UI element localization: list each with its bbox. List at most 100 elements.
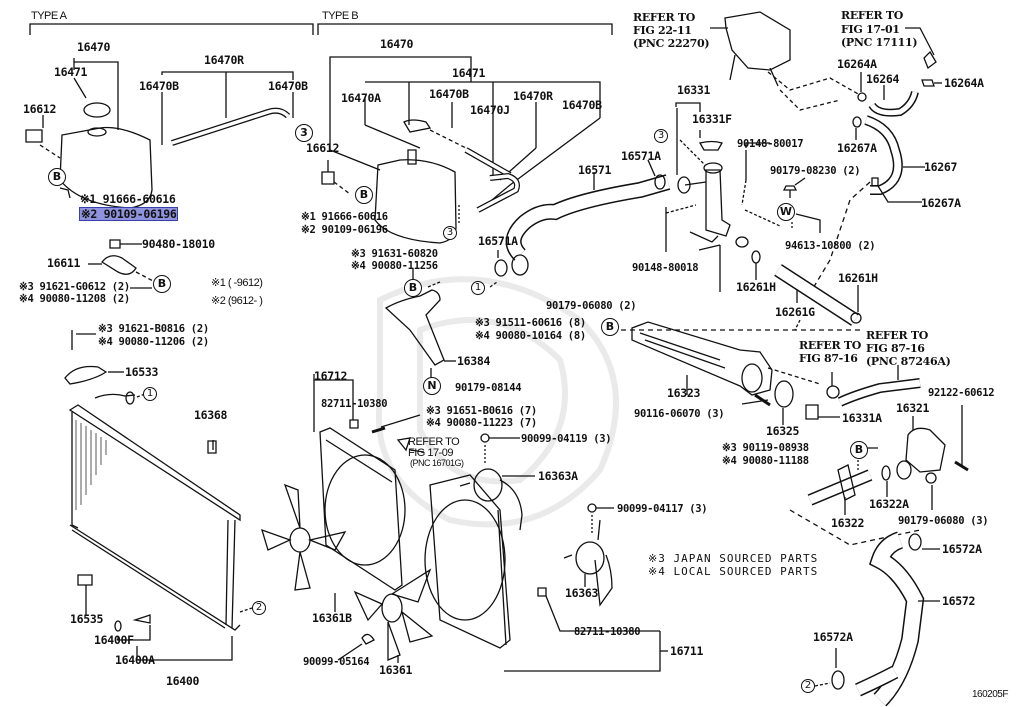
part-label[interactable]: ※4 90080-11206 (2) <box>98 336 209 348</box>
part-label[interactable]: 16325 <box>766 424 800 438</box>
refer-fig22-line2[interactable]: FIG 22-11 <box>633 24 692 37</box>
refer-fig87a-line2[interactable]: FIG 87-16 <box>799 352 858 365</box>
part-label[interactable]: 82711-10380 <box>321 398 388 410</box>
part-label[interactable]: 16264 <box>866 72 900 86</box>
refer-fig87a-line1[interactable]: REFER TO <box>799 339 862 352</box>
part-label[interactable]: 90179-08144 <box>455 382 522 394</box>
part-label[interactable]: ※3 91511-60616 (8) <box>475 317 586 329</box>
part-label[interactable]: ※2 90109-06196 <box>301 224 388 236</box>
part-label[interactable]: 90179-08230 (2) <box>770 165 861 177</box>
part-label[interactable]: 16264A <box>837 57 877 71</box>
part-label[interactable]: 90099-04119 (3) <box>521 433 612 445</box>
seal-16368 <box>208 441 216 453</box>
part-label[interactable]: 16611 <box>47 256 81 270</box>
part-label[interactable]: 16470A <box>341 91 381 105</box>
part-label[interactable]: 16400F <box>94 633 134 647</box>
part-label-highlighted[interactable]: ※2 90109-06196 <box>78 207 179 221</box>
part-label[interactable]: 16361 <box>379 663 413 677</box>
part-label[interactable]: 16331 <box>677 83 711 97</box>
part-label[interactable]: ※3 91651-B0616 (7) <box>426 405 537 417</box>
part-label[interactable]: 94613-10800 (2) <box>785 240 876 252</box>
part-label[interactable]: ※3 91621-G0612 (2) <box>19 281 130 293</box>
part-label[interactable]: 16572 <box>942 594 976 608</box>
refer-fig1709-line1[interactable]: REFER TO <box>408 436 460 448</box>
part-label[interactable]: 16470R <box>204 53 244 67</box>
part-label[interactable]: 16470R <box>513 89 553 103</box>
part-label[interactable]: ※3 90119-08938 <box>722 442 809 454</box>
part-label[interactable]: 16711 <box>670 644 704 658</box>
part-label[interactable]: ※4 90080-11256 <box>351 260 438 272</box>
part-label[interactable]: 16321 <box>896 401 930 415</box>
part-label[interactable]: 16322 <box>831 516 865 530</box>
part-label[interactable]: 16612 <box>306 141 340 155</box>
refer-fig1709-line3[interactable]: (PNC 16701G) <box>410 458 464 468</box>
part-label[interactable]: 16331A <box>842 411 882 425</box>
part-label[interactable]: 16470B <box>139 79 179 93</box>
part-label[interactable]: ※4 90080-11188 <box>722 455 809 467</box>
part-label[interactable]: 82711-10380 <box>574 626 641 638</box>
part-label[interactable]: 16264A <box>944 76 984 90</box>
part-label[interactable]: 16331F <box>692 112 732 126</box>
part-label[interactable]: 16267A <box>837 141 877 155</box>
part-label[interactable]: 16363A <box>538 469 578 483</box>
part-label[interactable]: 16261G <box>775 305 815 319</box>
part-label[interactable]: 90099-04117 (3) <box>617 503 708 515</box>
part-label[interactable]: 16400 <box>166 674 200 688</box>
part-label[interactable]: ※3 91631-60820 <box>351 248 438 260</box>
part-label[interactable]: 16471 <box>54 65 88 79</box>
refer-fig17-line1[interactable]: REFER TO <box>841 9 904 22</box>
part-label[interactable]: 16470 <box>77 40 111 54</box>
part-label[interactable]: 16322A <box>869 497 909 511</box>
part-label[interactable]: 16571A <box>621 149 661 163</box>
refer-fig22-line3[interactable]: (PNC 22270) <box>633 37 710 50</box>
part-label[interactable]: 16470B <box>562 98 602 112</box>
part-label[interactable]: 16470B <box>429 87 469 101</box>
part-label[interactable]: ※4 90080-11223 (7) <box>426 417 537 429</box>
refer-fig87b-line1[interactable]: REFER TO <box>866 329 929 342</box>
part-label[interactable]: 16363 <box>565 586 599 600</box>
part-label[interactable]: 16612 <box>23 102 57 116</box>
refer-fig1709-line2[interactable]: FIG 17-09 <box>408 447 454 459</box>
refer-fig17-line3[interactable]: (PNC 17111) <box>841 36 918 49</box>
part-label[interactable]: 16571A <box>478 234 518 248</box>
part-label[interactable]: 16535 <box>70 612 104 626</box>
part-label[interactable]: 16712 <box>314 369 348 383</box>
callout-3: 3 <box>443 226 457 240</box>
part-label[interactable]: 16261H <box>838 271 878 285</box>
part-label[interactable]: 90148-80018 <box>632 262 699 274</box>
part-label[interactable]: 90179-06080 (3) <box>898 515 989 527</box>
refer-fig17-line2[interactable]: FIG 17-01 <box>841 23 900 36</box>
part-label[interactable]: 90116-06070 (3) <box>634 408 725 420</box>
part-label[interactable]: 16261H <box>736 280 776 294</box>
part-label[interactable]: ※3 91621-B0816 (2) <box>98 323 209 335</box>
part-label[interactable]: 16470J <box>470 103 510 117</box>
part-label[interactable]: 16471 <box>452 66 486 80</box>
part-label[interactable]: 90099-05164 <box>303 656 370 668</box>
part-label[interactable]: 16572A <box>942 542 982 556</box>
refer-fig87b-line3[interactable]: (PNC 87246A) <box>866 355 951 368</box>
reservoir-tank-a <box>60 103 152 208</box>
part-label[interactable]: 16470 <box>380 37 414 51</box>
part-label[interactable]: 92122-60612 <box>928 387 995 399</box>
part-label[interactable]: 16368 <box>194 408 228 422</box>
part-label[interactable]: 16400A <box>115 653 155 667</box>
part-label[interactable]: 16384 <box>457 354 491 368</box>
part-label[interactable]: 90179-06080 (2) <box>546 300 637 312</box>
part-label[interactable]: ※4 90080-10164 (8) <box>475 330 586 342</box>
part-label[interactable]: ※1 91666-60616 <box>301 211 388 223</box>
part-label[interactable]: 16267A <box>921 196 961 210</box>
refer-fig87b-line2[interactable]: FIG 87-16 <box>866 342 925 355</box>
part-label[interactable]: 90148-80017 <box>737 138 804 150</box>
part-label[interactable]: 16571 <box>578 163 612 177</box>
part-label[interactable]: ※1 91666-60616 <box>80 192 176 206</box>
part-label[interactable]: ※4 90080-11208 (2) <box>19 293 130 305</box>
part-label[interactable]: 16470B <box>268 79 308 93</box>
part-label[interactable]: 90480-18010 <box>142 237 215 251</box>
callout-2: 2 <box>801 679 815 693</box>
part-label[interactable]: 16267 <box>924 160 958 174</box>
part-label[interactable]: 16323 <box>667 386 701 400</box>
refer-fig22-line1[interactable]: REFER TO <box>633 11 696 24</box>
part-label[interactable]: 16533 <box>125 365 159 379</box>
part-label[interactable]: 16572A <box>813 630 853 644</box>
part-label[interactable]: 16361B <box>312 611 352 625</box>
